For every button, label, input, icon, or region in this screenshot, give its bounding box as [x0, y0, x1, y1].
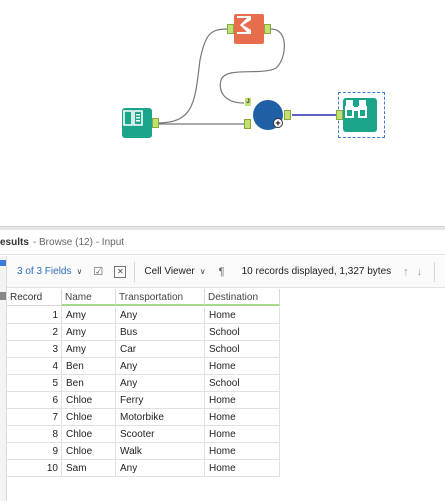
cell-destination[interactable]: Home [205, 307, 280, 324]
cell-transportation[interactable]: Any [116, 307, 205, 324]
connection-summarize-to-join [219, 28, 285, 104]
cell-destination[interactable]: Home [205, 426, 280, 443]
cell-transportation[interactable]: Car [116, 341, 205, 358]
results-grid[interactable]: Record Name Transportation Destination 1… [7, 289, 445, 501]
cell-transportation[interactable]: Bus [116, 324, 205, 341]
arrow-up-icon[interactable]: ↑ [403, 265, 409, 278]
close-box-icon[interactable]: ✕ [114, 265, 127, 278]
header-transportation[interactable]: Transportation [116, 289, 205, 306]
cell-transportation[interactable]: Any [116, 375, 205, 392]
toolbar-separator [134, 261, 136, 282]
cell-name[interactable]: Chloe [62, 426, 116, 443]
cell-name[interactable]: Amy [62, 324, 116, 341]
fields-label: 3 of 3 Fields [17, 266, 72, 277]
cell-viewer-label: Cell Viewer [144, 266, 195, 277]
book-icon [123, 110, 143, 126]
cell-transportation[interactable]: Any [116, 460, 205, 477]
cell-transportation[interactable]: Scooter [116, 426, 205, 443]
cell-transportation[interactable]: Walk [116, 443, 205, 460]
cell-record[interactable]: 9 [7, 443, 62, 460]
results-title: esults [0, 237, 29, 248]
cell-name[interactable]: Amy [62, 307, 116, 324]
cell-record[interactable]: 8 [7, 426, 62, 443]
cell-name[interactable]: Chloe [62, 409, 116, 426]
checkbox-edit-icon[interactable]: ☑ [93, 265, 104, 278]
cell-record[interactable]: 5 [7, 375, 62, 392]
workflow-canvas[interactable]: J + [0, 0, 445, 226]
cell-destination[interactable]: School [205, 375, 280, 392]
side-tab-icon[interactable] [0, 292, 6, 300]
join-plus-badge: + [273, 118, 283, 128]
cell-name[interactable]: Ben [62, 375, 116, 392]
cell-record[interactable]: 7 [7, 409, 62, 426]
join-right-anchor[interactable] [244, 119, 251, 129]
cell-name[interactable]: Sam [62, 460, 116, 477]
cell-destination[interactable]: School [205, 324, 280, 341]
summarize-output-anchor[interactable] [264, 24, 271, 34]
cell-transportation[interactable]: Ferry [116, 392, 205, 409]
cell-destination[interactable]: Home [205, 460, 280, 477]
cell-transportation[interactable]: Any [116, 358, 205, 375]
arrow-down-icon[interactable]: ↓ [416, 265, 423, 278]
anchor-indicator-icon[interactable] [0, 260, 6, 266]
cell-name[interactable]: Chloe [62, 443, 116, 460]
cell-destination[interactable]: Home [205, 443, 280, 460]
chevron-down-icon: ∨ [76, 267, 83, 276]
header-name[interactable]: Name [62, 289, 116, 306]
results-toolbar: 3 of 3 Fields ∨ ☑ ✕ Cell Viewer ∨ ¶ 10 r… [7, 256, 445, 288]
results-subtitle: - Browse (12) - Input [32, 237, 125, 248]
summarize-input-anchor[interactable] [227, 24, 234, 34]
cell-name[interactable]: Amy [62, 341, 116, 358]
cell-destination[interactable]: Home [205, 358, 280, 375]
cell-record[interactable]: 6 [7, 392, 62, 409]
cell-record[interactable]: 10 [7, 460, 62, 477]
header-destination[interactable]: Destination [205, 289, 280, 306]
cell-record[interactable]: 4 [7, 358, 62, 375]
cell-name[interactable]: Chloe [62, 392, 116, 409]
browse-tool[interactable] [343, 98, 377, 132]
summarize-tool[interactable] [234, 14, 264, 44]
connection-input-to-summarize [157, 28, 228, 124]
cell-record[interactable]: 2 [7, 324, 62, 341]
cell-destination[interactable]: School [205, 341, 280, 358]
results-side-strip [0, 256, 7, 501]
cell-transportation[interactable]: Motorbike [116, 409, 205, 426]
toolbar-separator [434, 261, 436, 282]
cell-record[interactable]: 3 [7, 341, 62, 358]
records-summary: 10 records displayed, 1,327 bytes [241, 266, 392, 277]
chevron-down-icon: ∨ [199, 267, 206, 276]
cell-destination[interactable]: Home [205, 409, 280, 426]
results-header: esults - Browse (12) - Input [0, 231, 445, 255]
fields-dropdown[interactable]: 3 of 3 Fields ∨ [17, 262, 82, 282]
cell-viewer-dropdown[interactable]: Cell Viewer ∨ [144, 262, 205, 282]
header-record[interactable]: Record [7, 289, 62, 306]
input-output-anchor[interactable] [152, 118, 159, 128]
input-tool[interactable] [122, 108, 152, 138]
browse-input-anchor[interactable] [336, 110, 343, 120]
panel-divider[interactable] [0, 226, 445, 230]
cell-destination[interactable]: Home [205, 392, 280, 409]
binoculars-icon [345, 100, 367, 118]
join-output-anchor[interactable] [284, 110, 291, 120]
cell-record[interactable]: 1 [7, 307, 62, 324]
pilcrow-icon[interactable]: ¶ [218, 265, 225, 278]
sigma-icon [237, 16, 251, 34]
join-left-anchor[interactable]: J [245, 98, 251, 106]
cell-name[interactable]: Ben [62, 358, 116, 375]
workflow-connections [157, 28, 336, 125]
